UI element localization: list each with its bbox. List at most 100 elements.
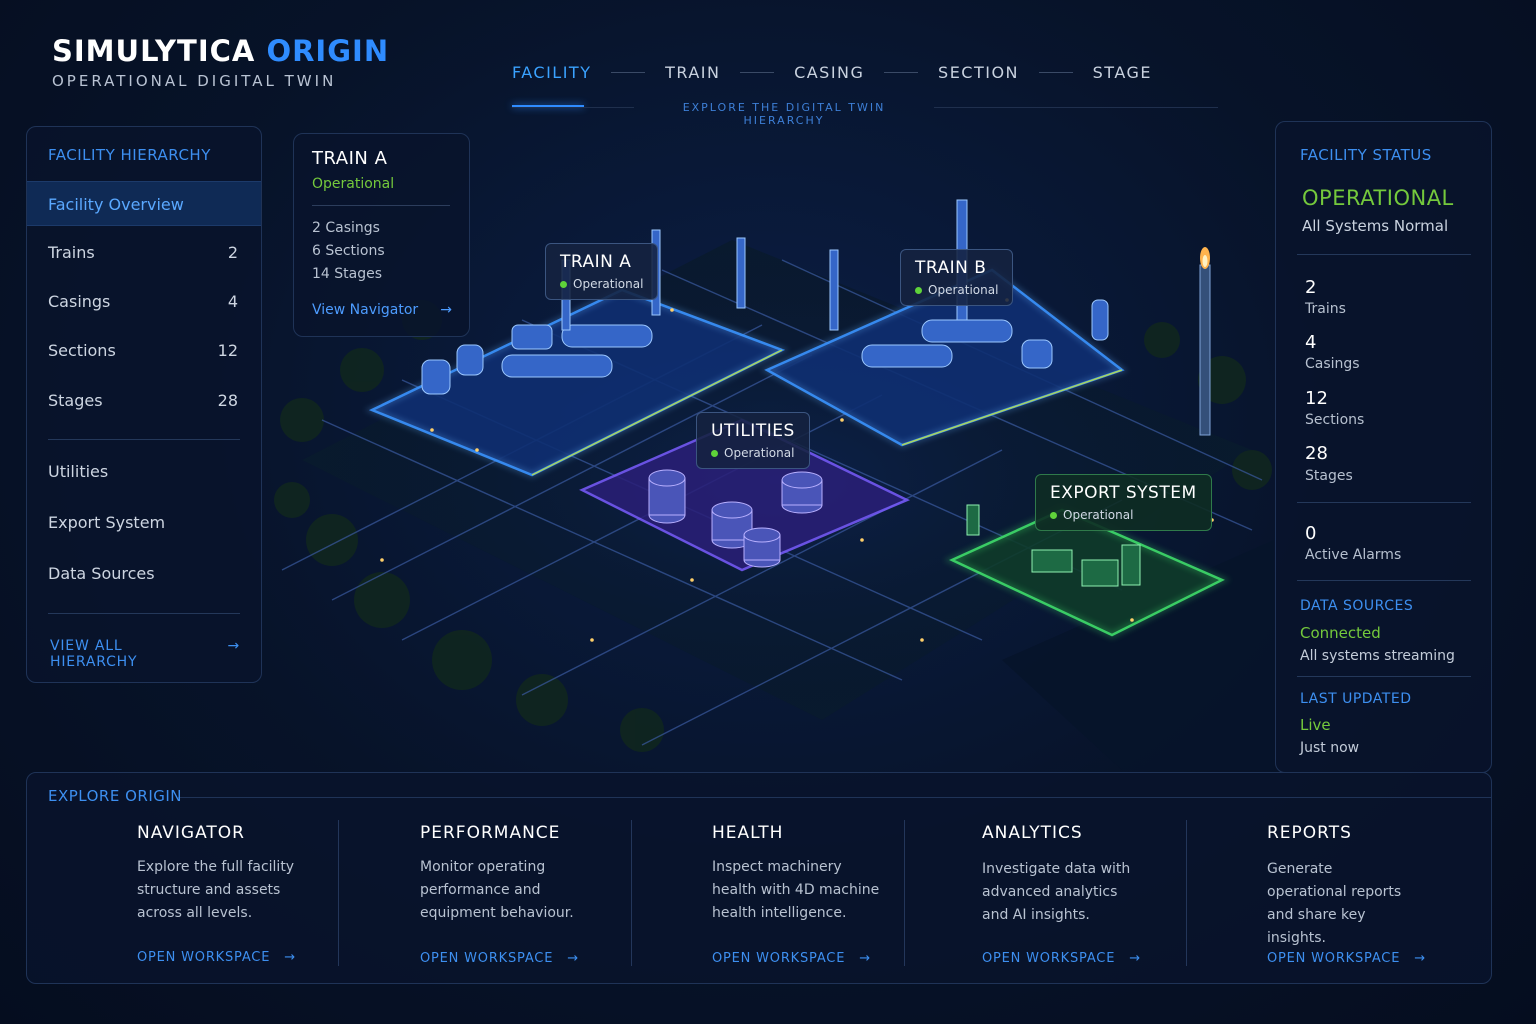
reports-card-title: REPORTS: [1267, 823, 1352, 843]
open-workspace-label: OPEN WORKSPACE: [712, 951, 846, 966]
arrow-right-icon: →: [859, 951, 871, 966]
status-dot-icon: [1050, 511, 1057, 519]
sidebar-item-facility-overview[interactable]: Facility Overview: [48, 195, 238, 214]
asset-card-title: TRAIN A: [312, 148, 388, 169]
open-navigator-workspace-button[interactable]: OPEN WORKSPACE →: [137, 950, 296, 965]
view-all-hierarchy-link[interactable]: VIEW ALL HIERARCHY →: [50, 638, 240, 670]
sidebar-item-stages[interactable]: Stages 28: [48, 391, 238, 410]
sidebar-item-export-system[interactable]: Export System: [48, 513, 238, 532]
last-updated-state: Live: [1300, 716, 1331, 734]
utilities-tanks: [648, 469, 823, 568]
sidebar-item-label: Stages: [48, 391, 103, 410]
data-sources-state: Connected: [1300, 624, 1381, 642]
nav-separator: [1039, 71, 1073, 73]
sidebar-item-count: 4: [227, 292, 238, 311]
scene-label-status-text: Operational: [928, 283, 999, 297]
stat-trains-label: Trains: [1305, 301, 1346, 317]
performance-card-title: PERFORMANCE: [420, 823, 561, 843]
sidebar-divider: [48, 439, 240, 440]
app-title-accent: ORIGIN: [266, 34, 390, 68]
navigator-card-desc: Explore the full facility structure and …: [137, 859, 295, 921]
stat-sections-label: Sections: [1305, 412, 1365, 428]
export-system-label[interactable]: EXPORT SYSTEM Operational: [1035, 474, 1212, 531]
status-dot-icon: [711, 449, 718, 457]
health-card-title: HEALTH: [712, 823, 784, 843]
tab-stage[interactable]: STAGE: [1092, 62, 1152, 82]
scene-label-status-text: Operational: [573, 277, 644, 291]
export-equipment: [966, 504, 1141, 587]
active-alarms-value: 0: [1305, 523, 1317, 544]
scene-label-title: TRAIN B: [915, 258, 987, 278]
tab-section[interactable]: SECTION: [938, 62, 1020, 82]
hierarchy-heading: FACILITY HIERARCHY: [48, 146, 211, 164]
data-sources-heading: DATA SOURCES: [1300, 598, 1414, 614]
view-navigator-link[interactable]: View Navigator →: [312, 302, 452, 318]
scene-label-status-text: Operational: [724, 446, 795, 460]
health-card-desc: Inspect machinery health with 4D machine…: [712, 859, 880, 921]
open-analytics-workspace-button[interactable]: OPEN WORKSPACE →: [982, 951, 1141, 966]
sidebar-divider: [48, 613, 240, 614]
navigator-card-title: NAVIGATOR: [137, 823, 245, 843]
arrow-right-icon: →: [284, 950, 296, 965]
sidebar-item-label: Trains: [48, 243, 95, 262]
status-dot-icon: [915, 286, 922, 294]
arrow-right-icon: →: [440, 302, 452, 318]
tab-casing[interactable]: CASING: [794, 62, 865, 82]
tab-train[interactable]: TRAIN: [665, 62, 721, 82]
facility-3d-view[interactable]: [262, 120, 1274, 770]
app-title: SIMULYTICA ORIGIN: [52, 34, 389, 68]
tab-facility[interactable]: FACILITY: [512, 62, 592, 82]
stat-stages-label: Stages: [1305, 468, 1353, 484]
selected-asset-card: [293, 133, 470, 337]
hierarchy-nav: FACILITY TRAIN CASING SECTION STAGE: [512, 60, 1152, 84]
card-separator: [631, 820, 632, 966]
nav-hint: EXPLORE THE DIGITAL TWIN HIERARCHY: [682, 101, 886, 127]
arrow-right-icon: →: [567, 951, 579, 966]
open-workspace-label: OPEN WORKSPACE: [137, 950, 271, 965]
status-dot-icon: [560, 280, 567, 288]
nav-separator: [884, 71, 919, 73]
sidebar-item-utilities[interactable]: Utilities: [48, 462, 238, 481]
sidebar-item-sections[interactable]: Sections 12: [48, 341, 238, 360]
nav-separator: [740, 71, 775, 73]
scene-label-status: Operational: [711, 446, 795, 460]
train-b-label[interactable]: TRAIN B Operational: [900, 249, 1014, 306]
scene-label-status: Operational: [1050, 508, 1197, 522]
status-divider: [1297, 580, 1471, 581]
scene-label-status-text: Operational: [1063, 508, 1134, 522]
arrow-right-icon: →: [1414, 951, 1426, 966]
open-health-workspace-button[interactable]: OPEN WORKSPACE →: [712, 951, 871, 966]
app-title-main: SIMULYTICA: [52, 34, 256, 68]
scene-label-status: Operational: [560, 277, 643, 291]
stat-sections-value: 12: [1305, 388, 1328, 409]
sidebar-item-trains[interactable]: Trains 2: [48, 243, 238, 262]
stat-trains-value: 2: [1305, 277, 1317, 298]
open-reports-workspace-button[interactable]: OPEN WORKSPACE →: [1267, 951, 1426, 966]
reports-card-desc: Generate operational reports and share k…: [1267, 861, 1402, 946]
sidebar-item-count: 2: [227, 243, 238, 262]
scene-label-title: UTILITIES: [711, 421, 795, 441]
facility-state: OPERATIONAL: [1302, 186, 1454, 210]
water: [1002, 540, 1274, 770]
analytics-card-title: ANALYTICS: [982, 823, 1083, 843]
asset-card-sections: 6 Sections: [312, 243, 385, 259]
asset-card-status: Operational: [312, 176, 395, 192]
nav-hint-rule: [512, 107, 634, 108]
train-a-label[interactable]: TRAIN A Operational: [545, 243, 659, 300]
facility-state-detail: All Systems Normal: [1302, 217, 1449, 235]
sidebar-item-label: Sections: [48, 341, 116, 360]
sidebar-item-label: Utilities: [48, 462, 109, 481]
sidebar-item-data-sources[interactable]: Data Sources: [48, 564, 238, 583]
app-subtitle: OPERATIONAL DIGITAL TWIN: [52, 72, 337, 90]
data-sources-detail: All systems streaming: [1300, 648, 1455, 664]
view-navigator-label: View Navigator: [312, 302, 419, 318]
last-updated-detail: Just now: [1300, 740, 1360, 756]
explore-origin-panel: [26, 772, 1492, 984]
last-updated-heading: LAST UPDATED: [1300, 691, 1412, 707]
nav-separator: [611, 71, 646, 73]
open-performance-workspace-button[interactable]: OPEN WORKSPACE →: [420, 951, 579, 966]
sidebar-item-casings[interactable]: Casings 4: [48, 292, 238, 311]
stat-stages-value: 28: [1305, 443, 1328, 464]
utilities-label[interactable]: UTILITIES Operational: [696, 412, 810, 469]
card-separator: [904, 820, 905, 966]
